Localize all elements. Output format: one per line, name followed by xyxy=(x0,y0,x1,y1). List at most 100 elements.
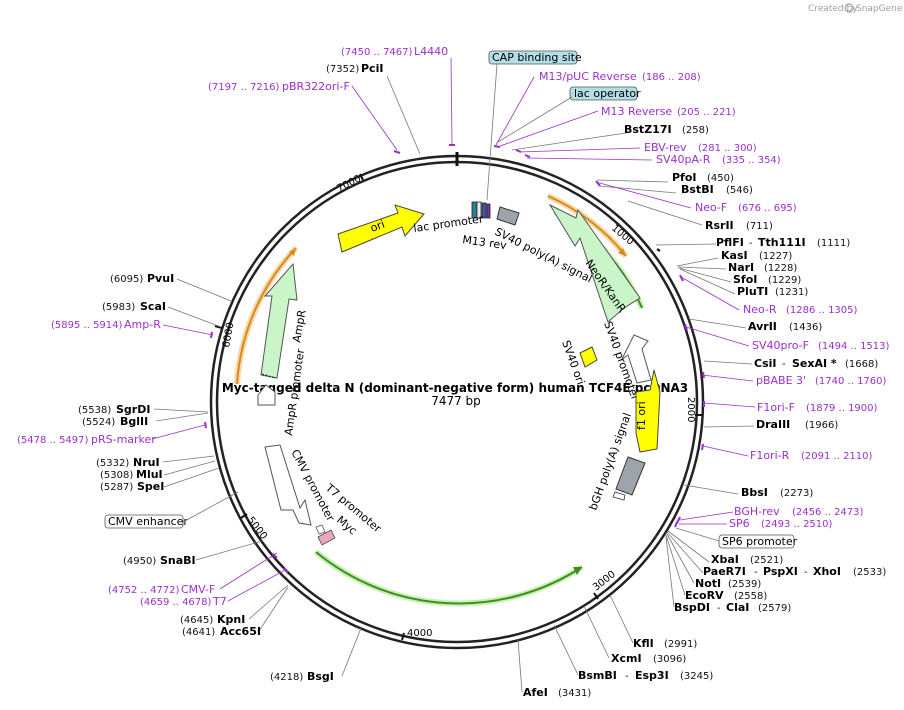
myc-feature xyxy=(317,529,336,546)
ori-feature xyxy=(337,204,425,253)
enzyme-esp3i: Esp3I xyxy=(635,669,669,682)
lac-operator-feature xyxy=(481,202,487,219)
brand-created-by: Created by xyxy=(808,4,858,14)
enzyme-sfoi: SfoI xyxy=(733,273,757,286)
enzyme-pos-bglii: (5524) xyxy=(82,417,115,428)
tick-label-3000: 3000 xyxy=(591,569,618,593)
enzyme-bspdi: BspDI xyxy=(674,601,710,614)
enzyme-pvui: PvuI xyxy=(147,272,174,285)
enzyme-pos-bspdi: (2579) xyxy=(758,603,791,614)
enzyme-noti: NotI xyxy=(695,577,721,590)
enzyme-afei: AfeI xyxy=(523,686,548,699)
primer-amp-r: Amp-R xyxy=(124,318,161,331)
sp6-promoter-label: SP6 promoter xyxy=(722,535,798,548)
orange-arc-left-arrowhead xyxy=(289,248,296,256)
ampr-promoter-feature xyxy=(257,384,276,406)
primer-m13-reverse: M13 Reverse xyxy=(601,105,672,118)
enzyme-pos-sfoi: (1229) xyxy=(768,275,801,286)
enzyme-bglii: BglII xyxy=(120,415,148,428)
primer-pos-f1ori-r: (2091 .. 2110) xyxy=(801,451,873,462)
svg-text:-: - xyxy=(804,567,808,578)
enzyme-nari: NarI xyxy=(728,261,754,274)
f1-ori-label: f1 ori xyxy=(635,401,648,430)
enzyme-pos-pvui: (6095) xyxy=(110,274,143,285)
primer-neo-r: Neo-R xyxy=(743,303,777,316)
enzyme-pos-csii: (1668) xyxy=(845,359,878,370)
bgh-polya-feature xyxy=(615,456,646,496)
cmv-enhancer-label: CMV enhancer xyxy=(108,515,188,528)
primer-pbr322ori-f: pBR322ori-F xyxy=(282,80,350,93)
primer-sv40pa-r: SV40pA-R xyxy=(656,153,711,166)
tick-label-2000: 2000 xyxy=(685,397,696,422)
enzyme-pos-kfli: (2991) xyxy=(664,639,697,650)
f1-ori-feature xyxy=(635,369,661,453)
tick-4000-mark xyxy=(401,632,405,641)
primer-bgh-rev: BGH-rev xyxy=(734,505,780,518)
green-arc-bottom xyxy=(315,551,583,605)
enzyme-pos-draiii: (1966) xyxy=(805,420,838,431)
primer-pos-pbabe-3: (1740 .. 1760) xyxy=(815,376,887,387)
enzyme-pos-ecorv: (2558) xyxy=(734,591,767,602)
lac-promoter-label: lac promoter xyxy=(413,212,485,235)
sv40-promoter-feature xyxy=(620,334,652,384)
primer-cmv-f: CMV-F xyxy=(181,583,215,596)
tick-label-7000: 7000 xyxy=(335,173,363,194)
primer-pos-prs-marker: (5478 .. 5497) xyxy=(17,435,89,446)
svg-text:-: - xyxy=(717,603,721,614)
cmv-promoter-feature xyxy=(264,444,312,526)
enzyme-clai: ClaI xyxy=(726,601,749,614)
m13-rev-feature xyxy=(486,203,491,219)
primer-pos-neo-r: (1286 .. 1305) xyxy=(786,305,858,316)
primer-f1ori-f: F1ori-F xyxy=(757,401,795,414)
tick-5000-mark xyxy=(240,513,248,519)
cap-binding-site-box: CAP binding site xyxy=(486,50,582,201)
enzyme-kpni: KpnI xyxy=(217,613,245,626)
lac-operator-label: lac operator xyxy=(574,87,641,100)
primer-marks xyxy=(204,144,705,573)
primer-labels: (7450 .. 7467) L4440 (7197 .. 7216) pBR3… xyxy=(17,45,890,608)
ampr-label: AmpR xyxy=(290,309,309,344)
enzyme-ecorv: EcoRV xyxy=(685,589,724,602)
sv40-ori-feature xyxy=(579,346,598,368)
orange-arc-top-right-arrowhead xyxy=(618,248,626,256)
enzyme-bstbi: BstBI xyxy=(681,183,714,196)
primer-f1ori-r: F1ori-R xyxy=(750,449,790,462)
m13-rev-label: M13 rev xyxy=(462,233,508,252)
primer-pos-bgh-rev: (2456 .. 2473) xyxy=(792,507,864,518)
primer-pos-cmv-f: (4752 .. 4772) xyxy=(108,585,180,596)
ori-label: ori xyxy=(369,218,387,235)
primer-pos-m13-reverse: (205 .. 221) xyxy=(677,107,736,118)
enzyme-xcmi: XcmI xyxy=(611,652,642,665)
enzyme-kfli: KflI xyxy=(633,637,654,650)
enzyme-pluti: PluTI xyxy=(737,285,768,298)
enzyme-scai: ScaI xyxy=(140,300,166,313)
primer-sv40pro-f: SV40pro-F xyxy=(752,339,809,352)
primer-pos-sv40pa-r: (335 .. 354) xyxy=(722,155,781,166)
enzyme-pcii: PciI xyxy=(361,62,383,75)
primer-pos-t7: (4659 .. 4678) xyxy=(140,597,212,608)
primer-t7: T7 xyxy=(212,595,227,608)
plasmid-title: Myc-tagged delta N (dominant-negative fo… xyxy=(222,381,688,395)
primer-pbabe-3: pBABE 3' xyxy=(756,374,806,387)
enzyme-pos-pfoi: (450) xyxy=(707,173,734,184)
enzyme-pos-bsgi: (4218) xyxy=(270,672,303,683)
enzyme-pos-scai: (5983) xyxy=(102,302,135,313)
enzyme-pos-sgrdi: (5538) xyxy=(78,405,111,416)
primer-pos-m13-puc-reverse: (186 .. 208) xyxy=(642,72,701,83)
enzyme-sexai: SexAI * xyxy=(792,357,837,370)
svg-text:-: - xyxy=(625,671,629,682)
enzyme-bbsi: BbsI xyxy=(741,486,768,499)
enzyme-pos-bsmbi: (3245) xyxy=(680,671,713,682)
tick-6000-mark xyxy=(214,325,223,329)
primer-pos-f1ori-f: (1879 .. 1900) xyxy=(806,403,878,414)
tick-label-6000: 6000 xyxy=(221,322,236,349)
primer-pos-amp-r: (5895 .. 5914) xyxy=(51,320,123,331)
enzyme-nrui: NruI xyxy=(133,456,160,469)
enzyme-acc65i: Acc65I xyxy=(220,625,261,638)
enzyme-pos-mlui: (5308) xyxy=(100,470,133,481)
enzyme-pos-bstz17i: (258) xyxy=(682,125,709,136)
enzyme-pos-kpni: (4645) xyxy=(180,615,213,626)
enzyme-leader-lines xyxy=(153,75,755,693)
primer-pos-sp6: (2493 .. 2510) xyxy=(761,519,833,530)
primer-ebv-rev: EBV-rev xyxy=(644,141,687,154)
